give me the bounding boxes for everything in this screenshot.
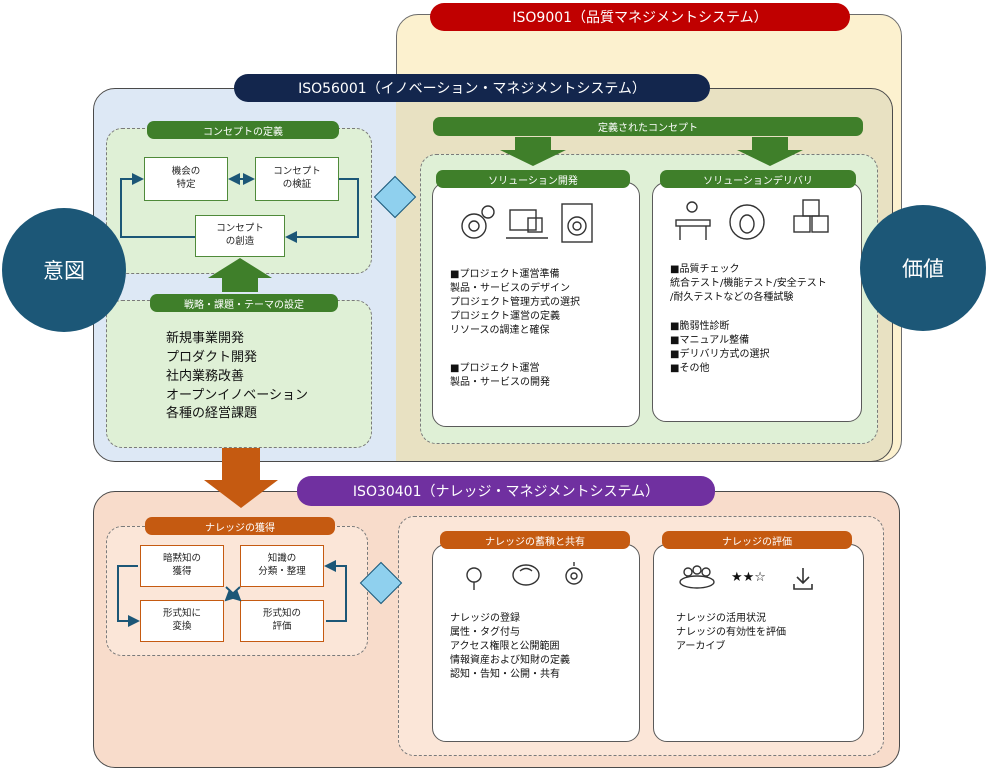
knowledge-share-text: ナレッジの登録 属性・タグ付与 アクセス権限と公開範囲 情報資産および知財の定義… — [450, 613, 570, 680]
strategy-panel — [106, 300, 372, 448]
opportunity-identification-box: 機会の 特定 — [144, 157, 228, 201]
iso30401-title: ISO30401（ナレッジ・マネジメントシステム） — [297, 476, 715, 506]
rating-stars-icon: ★★☆ — [731, 570, 766, 585]
intent-circle: 意図 — [2, 208, 126, 332]
solution-delivery-text-2: ■脆弱性診断 ■マニュアル整備 ■デリバリ方式の選択 ■その他 — [670, 321, 770, 374]
boxes-icon — [793, 199, 829, 233]
iso9001-title: ISO9001（品質マネジメントシステム） — [430, 3, 850, 31]
explicit-conversion-box: 形式知に 変換 — [140, 600, 224, 642]
strategy-header: 戦略・課題・テーマの設定 — [150, 294, 338, 312]
knowledge-evaluation-text: ナレッジの活用状況 ナレッジの有効性を評価 アーカイブ — [676, 613, 786, 652]
concept-cycle-arrows — [120, 173, 359, 243]
gears-icon — [461, 205, 495, 239]
knowledge-classification-box: 知識の 分類・整理 — [240, 545, 324, 587]
target-document-icon — [561, 203, 593, 243]
solution-delivery-header: ソリューションデリバリ — [660, 170, 856, 188]
knowledge-cycle-arrows — [117, 560, 347, 627]
explicit-evaluation-box: 形式知の 評価 — [240, 600, 324, 642]
knowledge-share-header: ナレッジの蓄積と共有 — [440, 531, 630, 549]
solution-development-text-2: ■プロジェクト運営 製品・サービスの開発 — [450, 363, 550, 388]
defined-concept-arrow-right — [737, 137, 803, 166]
tacit-knowledge-box: 暗黙知の 獲得 — [140, 545, 224, 587]
meeting-icon — [675, 201, 711, 240]
knowledge-acquisition-header: ナレッジの獲得 — [145, 517, 335, 535]
lightbulb-gear-icon — [565, 562, 583, 585]
defined-concept-arrow-left — [500, 137, 566, 166]
knowledge-evaluation-header: ナレッジの評価 — [662, 531, 852, 549]
solution-development-text-1: ■プロジェクト運営準備 製品・サービスのデザイン プロジェクト管理方式の選択 プ… — [450, 269, 580, 336]
solution-delivery-text-1: ■品質チェック 統合テスト/機能テスト/安全テスト /耐久テストなどの各種試験 — [670, 264, 827, 303]
brain-icon — [512, 564, 540, 586]
strategy-items: 新規事業開発 プロダクト開発 社内業務改善 オープンイノベーション 各種の経営課… — [166, 331, 308, 422]
concept-definition-header: コンセプトの定義 — [147, 121, 339, 139]
iso56001-title: ISO56001（イノベーション・マネジメントシステム） — [234, 74, 710, 102]
team-icon — [679, 565, 715, 589]
solution-development-header: ソリューション開発 — [436, 170, 630, 188]
download-icon — [793, 568, 813, 590]
concept-creation-box: コンセプト の創造 — [195, 215, 285, 257]
solution-delivery-panel — [652, 182, 862, 422]
developer-desk-icon — [506, 209, 548, 239]
defined-concept-header: 定義されたコンセプト — [433, 117, 863, 136]
value-circle: 価値 — [860, 205, 986, 331]
bug-icon — [729, 204, 765, 240]
concept-verification-box: コンセプト の検証 — [255, 157, 339, 201]
innovation-to-knowledge-arrow — [204, 448, 278, 508]
idea-hand-icon — [466, 567, 482, 590]
strategy-to-concept-arrow — [208, 258, 272, 292]
